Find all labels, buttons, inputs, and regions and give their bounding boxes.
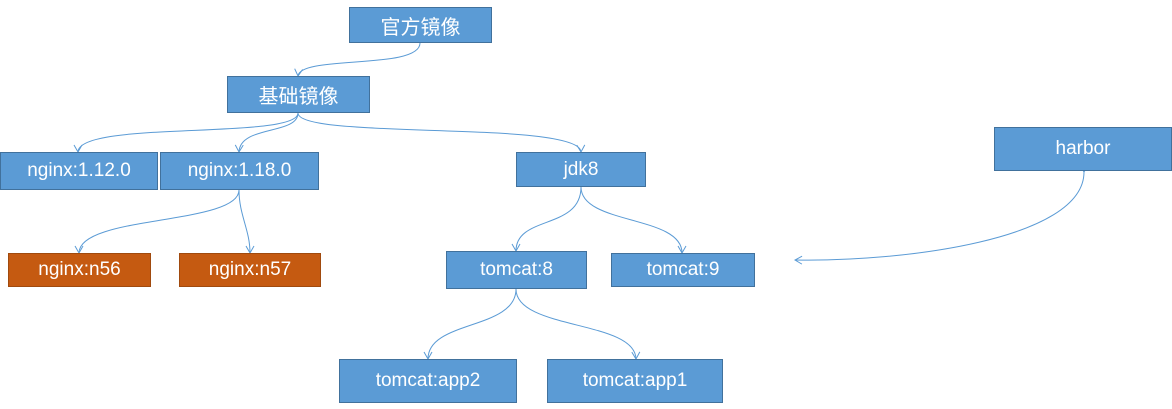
node-nginx-1120: nginx:1.12.0 bbox=[0, 152, 158, 190]
node-nginx-n57: nginx:n57 bbox=[179, 253, 321, 287]
node-official-image: 官方镜像 bbox=[349, 7, 492, 43]
edge-tomcat8-to-app1 bbox=[515, 288, 641, 361]
node-tomcat-8: tomcat:8 bbox=[446, 251, 587, 289]
edge-nginx-1180-to-n57 bbox=[238, 189, 255, 255]
node-base-image: 基础镜像 bbox=[227, 76, 370, 113]
edge-nginx-1180-to-n56 bbox=[74, 189, 240, 255]
node-tomcat-app2: tomcat:app2 bbox=[339, 359, 517, 403]
node-tomcat-9: tomcat:9 bbox=[611, 253, 755, 287]
edge-base-to-nginx-1180 bbox=[234, 112, 299, 154]
node-nginx-1180: nginx:1.18.0 bbox=[160, 152, 319, 190]
edge-base-to-jdk8 bbox=[297, 112, 586, 154]
edge-tomcat8-to-app2 bbox=[423, 288, 517, 361]
node-harbor: harbor bbox=[994, 127, 1172, 171]
node-nginx-n56: nginx:n56 bbox=[8, 253, 151, 287]
node-tomcat-app1: tomcat:app1 bbox=[547, 359, 723, 403]
edge-official-to-base bbox=[294, 42, 421, 78]
edge-base-to-nginx-1120 bbox=[73, 112, 299, 154]
edge-jdk8-to-tomcat9 bbox=[580, 186, 687, 255]
node-jdk8: jdk8 bbox=[516, 152, 646, 187]
edge-jdk8-to-tomcat8 bbox=[511, 186, 582, 253]
edge-harbor-tomcat9 bbox=[793, 164, 1089, 265]
